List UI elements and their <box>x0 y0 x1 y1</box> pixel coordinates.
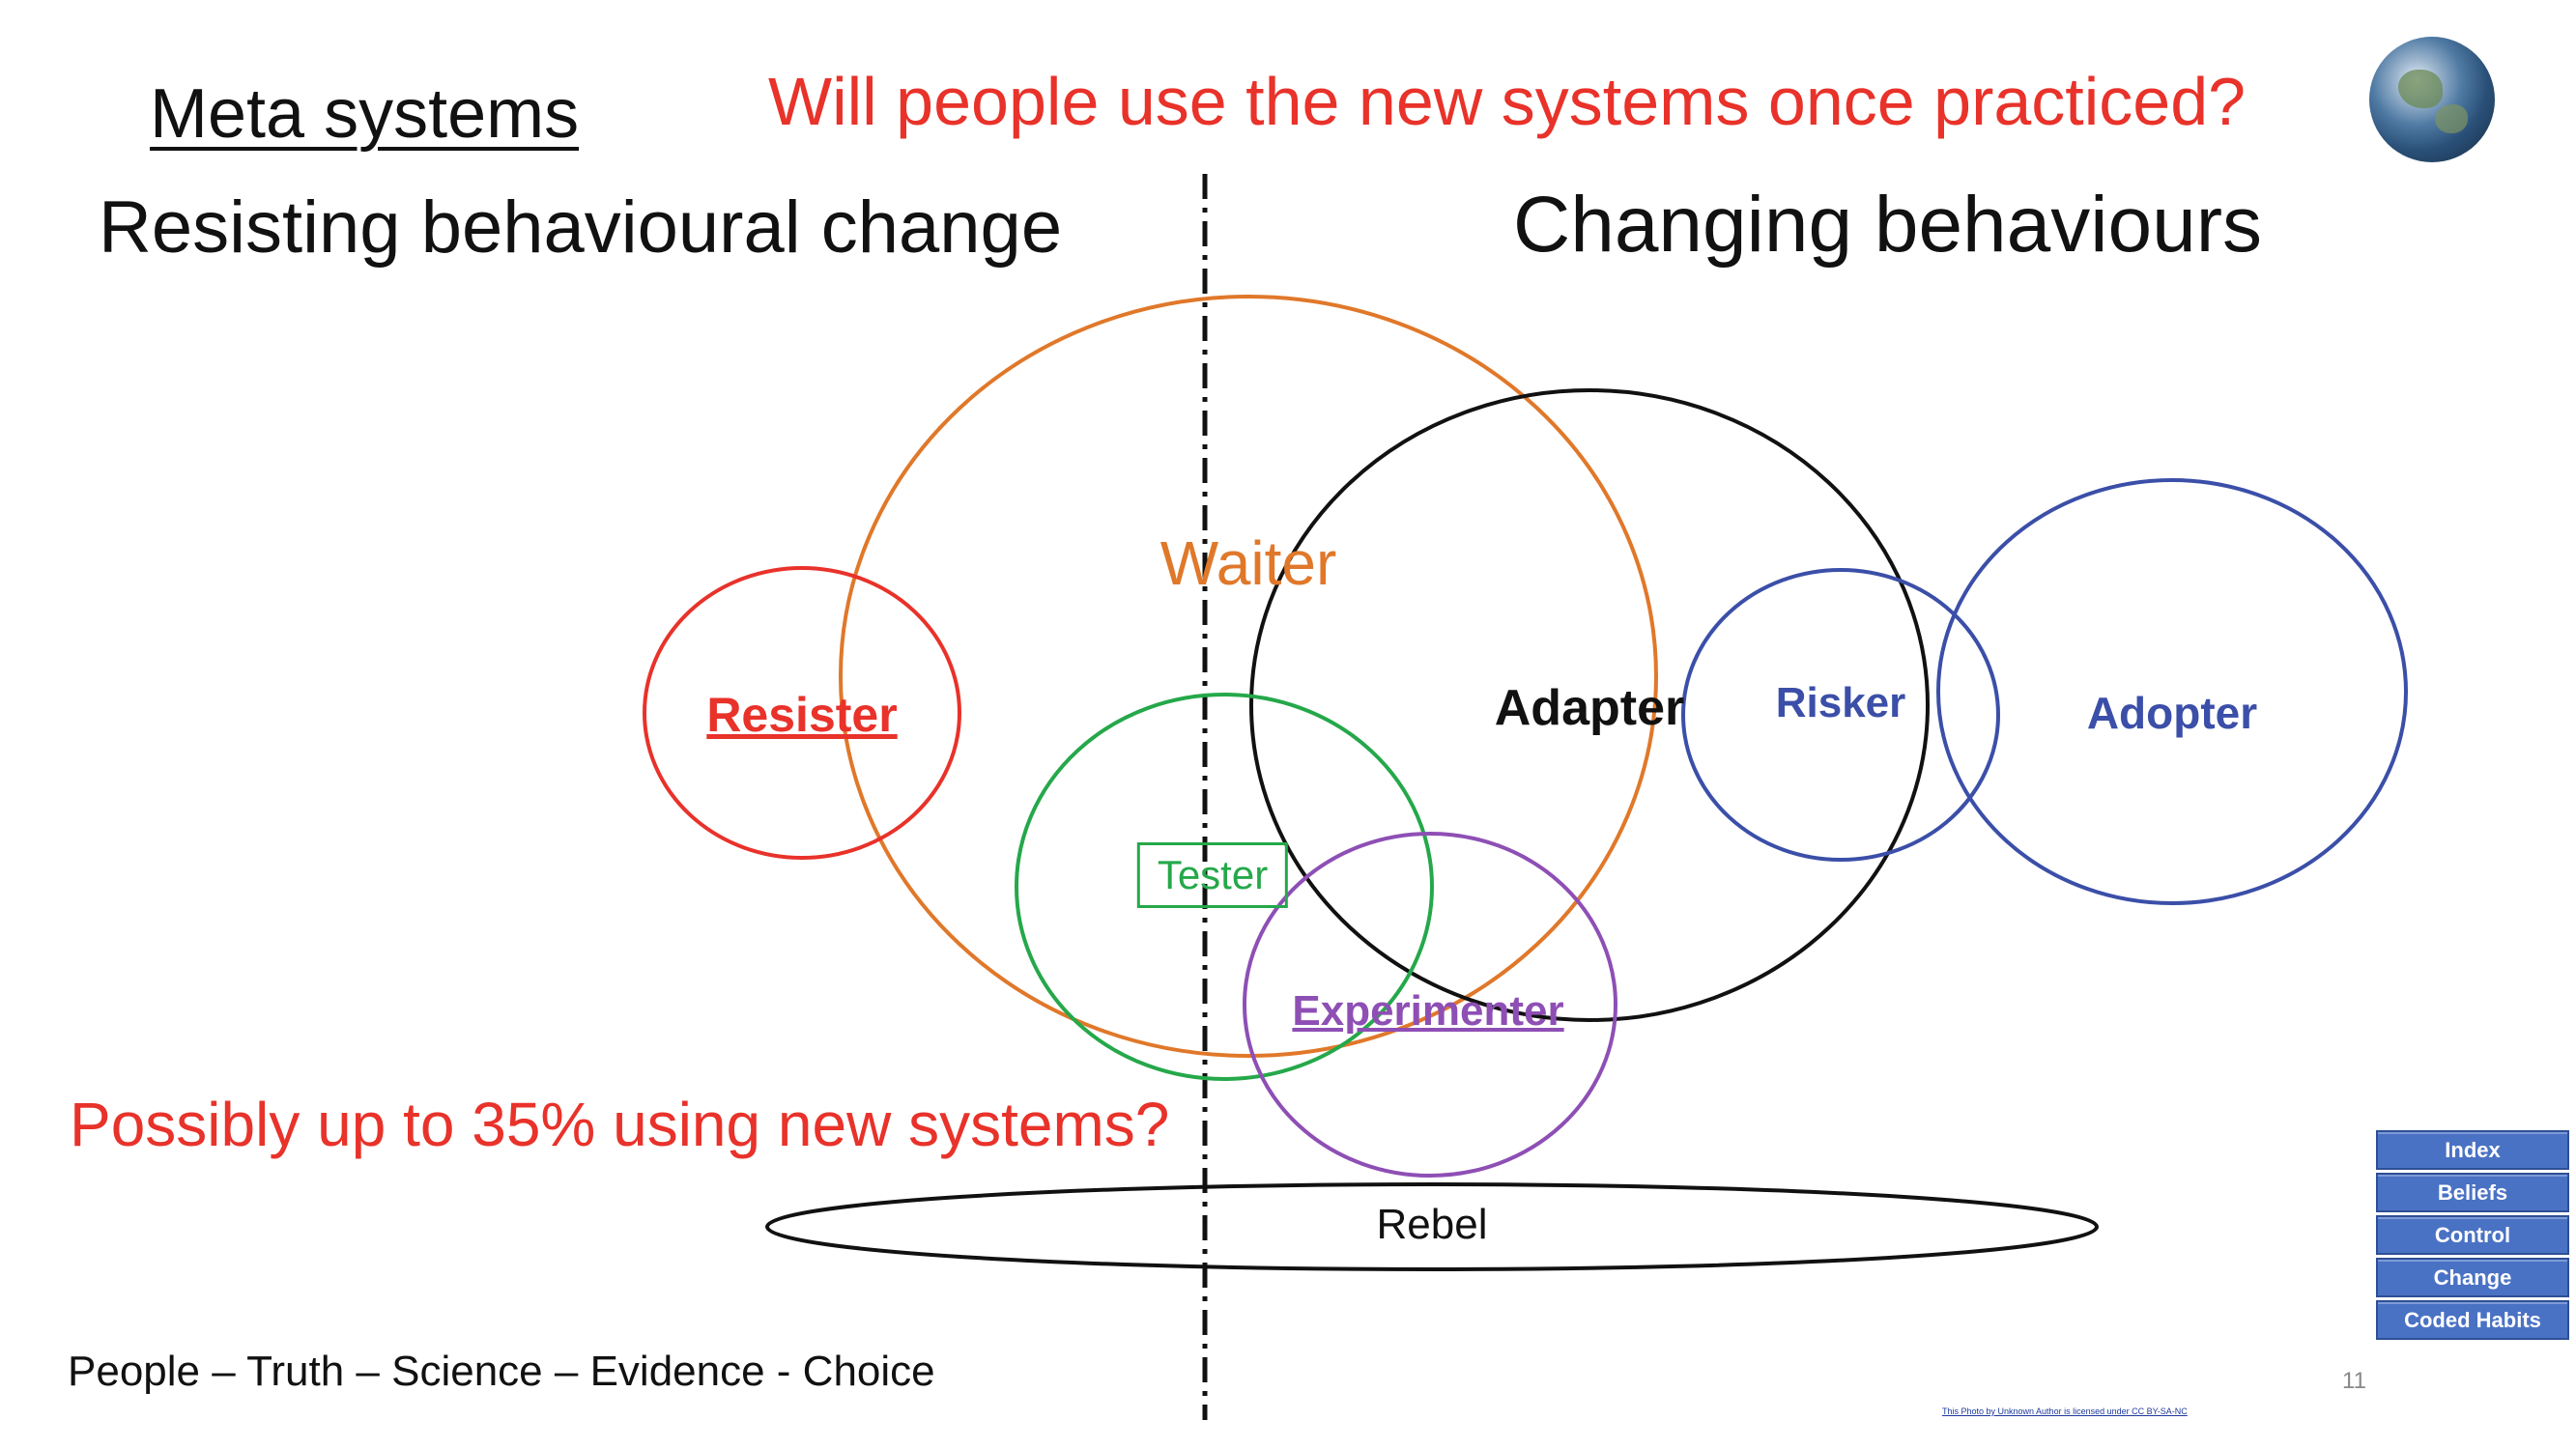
question-heading: Will people use the new systems once pra… <box>768 64 2247 139</box>
nav-button-beliefs[interactable]: Beliefs <box>2376 1173 2569 1212</box>
left-heading: Resisting behavioural change <box>99 186 1063 269</box>
slide-title: Meta systems <box>150 75 580 153</box>
estimate-text: Possibly up to 35% using new systems? <box>70 1090 1170 1159</box>
adopter-circle <box>1936 478 2408 905</box>
nav-button-index[interactable]: Index <box>2376 1130 2569 1170</box>
rebel-label: Rebel <box>1376 1201 1488 1248</box>
waiter-circle <box>839 295 1658 1058</box>
adopter-label: Adopter <box>2086 688 2258 738</box>
earth-globe-icon <box>2369 37 2495 162</box>
adapter-circle <box>1249 388 1930 1022</box>
resister-circle <box>643 566 961 860</box>
image-credit-link[interactable]: This Photo by Unknown Author is licensed… <box>1942 1406 2188 1416</box>
nav-button-change[interactable]: Change <box>2376 1258 2569 1297</box>
tester-label: Tester <box>1136 842 1289 908</box>
waiter-label: Waiter <box>1159 528 1337 598</box>
page-number: 11 <box>2342 1368 2366 1394</box>
experimenter-label: Experimenter <box>1292 987 1564 1035</box>
tester-circle <box>1015 693 1434 1081</box>
adapter-label: Adapter <box>1494 680 1685 736</box>
motto-footer: People – Truth – Science – Evidence - Ch… <box>68 1348 935 1395</box>
experimenter-circle <box>1243 832 1617 1178</box>
rebel-ellipse <box>765 1182 2099 1271</box>
nav-button-coded-habits[interactable]: Coded Habits <box>2376 1300 2569 1340</box>
nav-button-control[interactable]: Control <box>2376 1215 2569 1255</box>
right-heading: Changing behaviours <box>1513 181 2262 269</box>
slide-nav: Index Beliefs Control Change Coded Habit… <box>2376 1130 2569 1343</box>
risker-circle <box>1681 568 2000 862</box>
risker-label: Risker <box>1775 679 1906 726</box>
resister-label: Resister <box>706 688 898 742</box>
